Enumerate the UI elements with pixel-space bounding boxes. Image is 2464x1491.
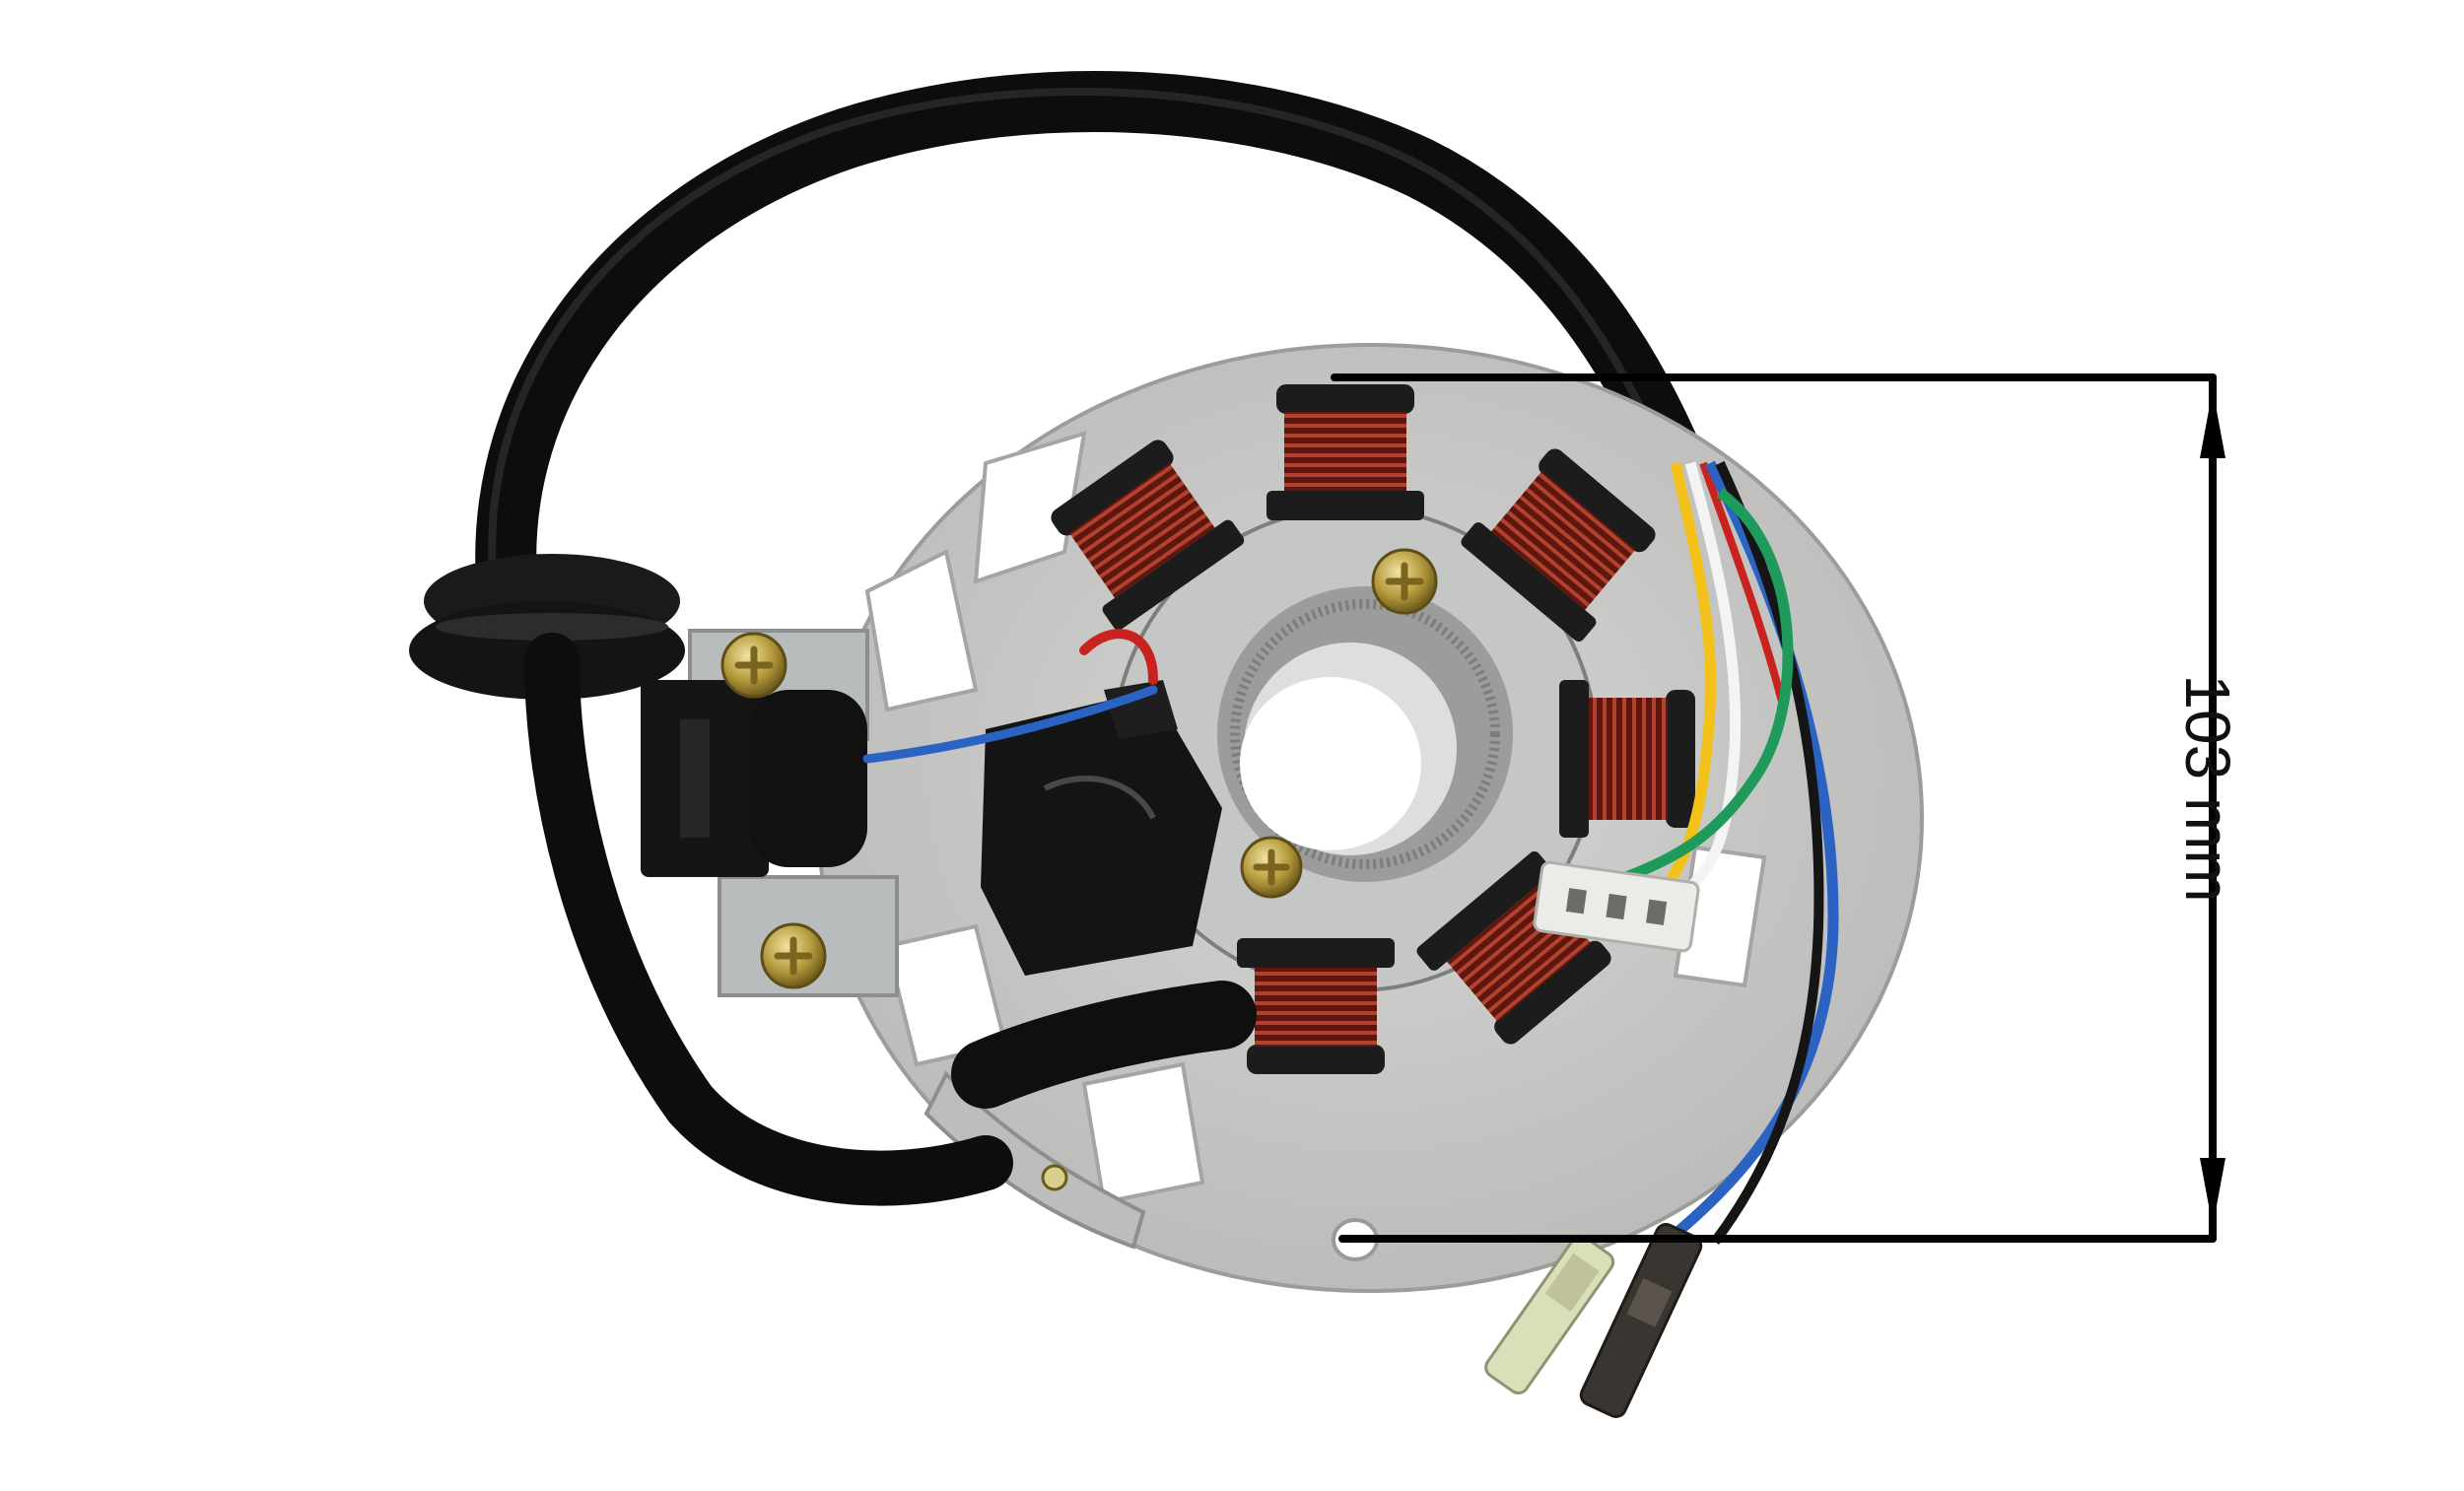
white-connector bbox=[1533, 860, 1700, 953]
coil-group bbox=[1051, 384, 1695, 1074]
coil bbox=[1237, 938, 1395, 1074]
screw bbox=[1371, 548, 1438, 615]
coil bbox=[1559, 680, 1695, 838]
red-wire bbox=[1079, 629, 1158, 685]
cable-sheath-lower bbox=[524, 633, 1257, 1206]
coil bbox=[1051, 440, 1245, 631]
bullet-connectors bbox=[1484, 1223, 1703, 1418]
coil bbox=[1461, 448, 1656, 643]
wire-bundle bbox=[1623, 460, 1839, 1247]
pulser-connector bbox=[641, 680, 867, 877]
stator-hub bbox=[1112, 506, 1599, 992]
screw-group bbox=[720, 548, 1438, 989]
pickup-coil bbox=[981, 680, 1222, 976]
screw bbox=[760, 922, 827, 989]
screw bbox=[1240, 836, 1303, 899]
blue-wire-pulser bbox=[862, 685, 1158, 764]
screw bbox=[720, 632, 787, 699]
dimension-label: 103 mm bbox=[2172, 674, 2243, 903]
arrow-down-icon bbox=[2200, 1158, 2225, 1227]
arrow-up-icon bbox=[2200, 389, 2225, 458]
coil bbox=[1266, 384, 1424, 520]
cable-sheath-loop bbox=[475, 71, 1706, 661]
dimension-lines bbox=[1331, 373, 2225, 1243]
bullet-connector-clear bbox=[1484, 1235, 1615, 1395]
bullet-connector-dark bbox=[1579, 1223, 1703, 1418]
